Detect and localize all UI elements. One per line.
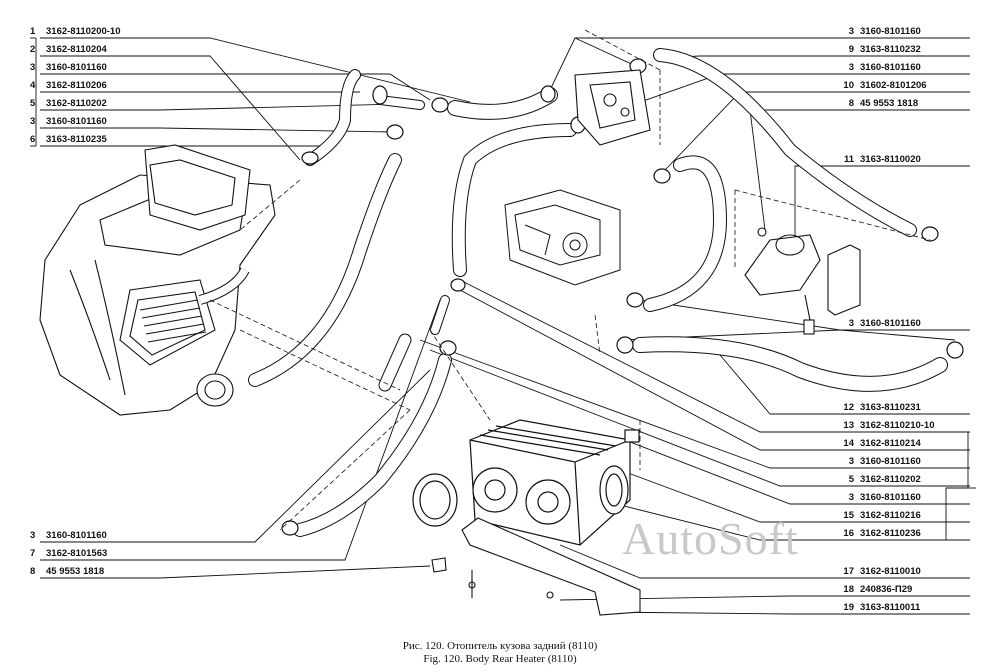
- caption-english: Fig. 120. Body Rear Heater (8110): [423, 653, 577, 665]
- watermark: AutoSoft: [622, 513, 799, 564]
- dashed-assembly-lines: [209, 29, 931, 531]
- hose-clamps: [281, 58, 964, 536]
- rear-heater-unit: [412, 419, 640, 546]
- heater-valve: [574, 69, 651, 146]
- left-leader-lines: [30, 37, 471, 579]
- mounting-bracket: [431, 517, 641, 616]
- electric-pump: [744, 227, 861, 335]
- hoses: [248, 48, 948, 537]
- caption-russian: Рис. 120. Отопитель кузова задний (8110): [402, 640, 598, 652]
- main-heater-housing: [39, 144, 276, 416]
- engine-fragment: [504, 189, 621, 286]
